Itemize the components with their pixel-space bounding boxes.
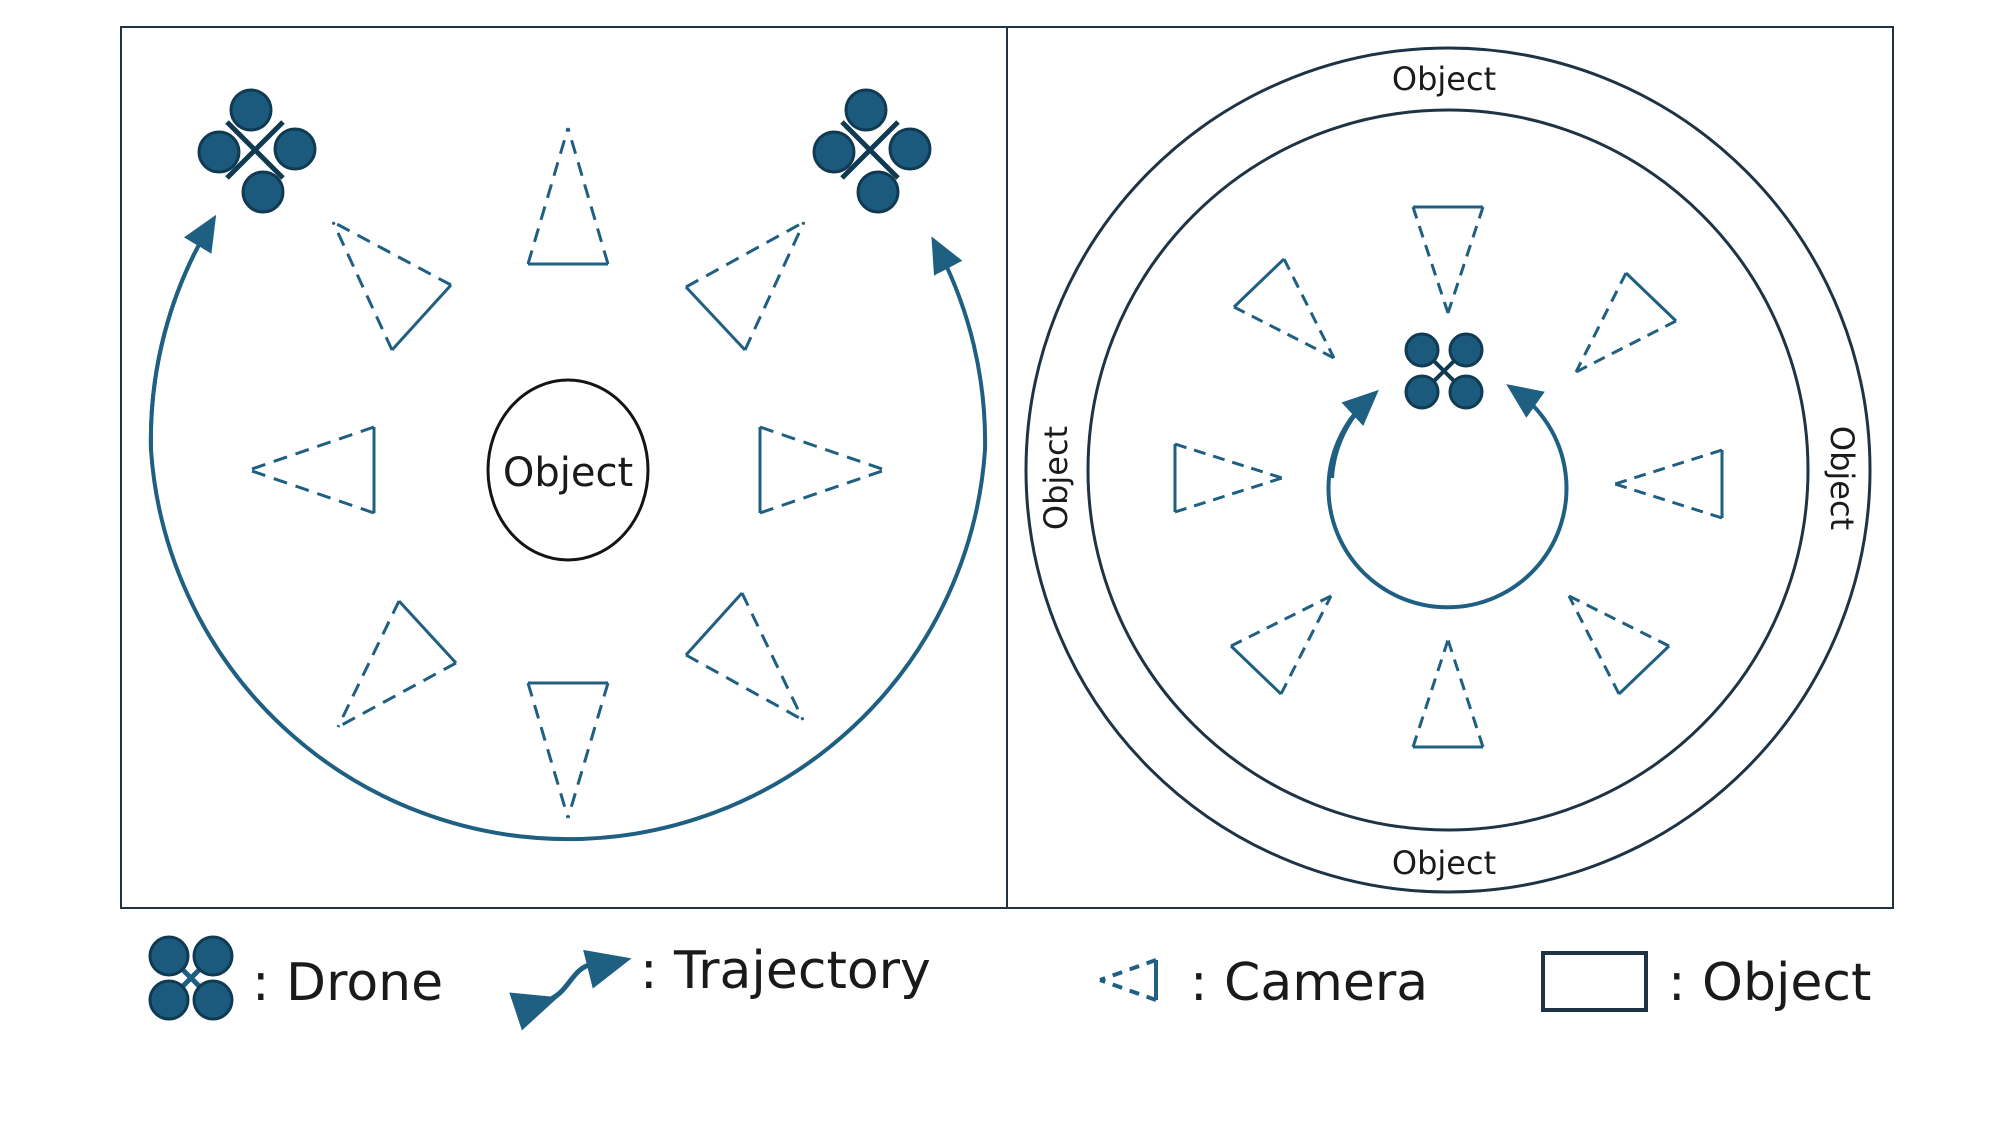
camera-icon	[1567, 594, 1671, 696]
drone-icon	[148, 935, 234, 1021]
camera-icon	[526, 681, 610, 819]
legend-object: : Object	[1541, 951, 1871, 1013]
camera-icon	[336, 599, 458, 729]
legend-object-label: : Object	[1668, 953, 1871, 1013]
right-object-inner-ring	[1086, 108, 1810, 832]
camera-icon	[248, 425, 376, 515]
left-trajectory-arc-start-arrow	[148, 214, 217, 451]
camera-icon	[1229, 594, 1333, 696]
right-panel-frame	[1006, 26, 1894, 909]
right-trajectory-arc-start-arrow	[1330, 389, 1379, 479]
legend-drone-label: : Drone	[252, 953, 443, 1013]
camera-icon	[1411, 205, 1485, 314]
legend: : Drone : Trajectory : Camera : Object	[148, 935, 1871, 1031]
left-object-label: Object	[503, 450, 633, 496]
right-panel: Object Object Object Object	[1006, 26, 1894, 909]
legend-drone: : Drone	[148, 935, 443, 1021]
right-object-outer-ring	[1024, 46, 1872, 894]
camera-icon	[684, 591, 805, 722]
right-object-label-top: Object	[1392, 60, 1496, 98]
right-trajectory-arc	[1326, 384, 1569, 610]
legend-trajectory-label: : Trajectory	[640, 941, 931, 1001]
left-object-ellipse	[486, 378, 650, 562]
camera-icon	[331, 220, 453, 352]
legend-trajectory: : Trajectory	[509, 941, 931, 1031]
trajectory-icon	[509, 949, 632, 1031]
right-object-label-bottom: Object	[1392, 844, 1496, 882]
camera-icon	[1232, 257, 1336, 360]
left-camera-group	[248, 127, 886, 819]
left-trajectory-arc	[148, 223, 988, 842]
camera-icon	[1411, 639, 1485, 749]
camera-icon	[1574, 271, 1678, 374]
drone-icon	[1404, 332, 1484, 410]
right-object-label-right: Object	[1823, 426, 1861, 530]
camera-icon	[526, 127, 610, 266]
camera-icon	[684, 220, 806, 352]
camera-icon	[1173, 442, 1283, 514]
camera-icon	[1614, 448, 1724, 520]
legend-camera: : Camera	[1099, 953, 1428, 1013]
legend-camera-label: : Camera	[1190, 953, 1428, 1013]
right-camera-group	[1173, 205, 1724, 749]
object-box-icon	[1541, 951, 1648, 1012]
camera-icon	[1099, 958, 1158, 1002]
camera-icon	[758, 425, 886, 515]
right-object-label-left: Object	[1037, 426, 1075, 530]
drone-icon	[812, 88, 932, 214]
left-panel: Object	[120, 26, 1008, 909]
drone-icon	[197, 88, 317, 214]
